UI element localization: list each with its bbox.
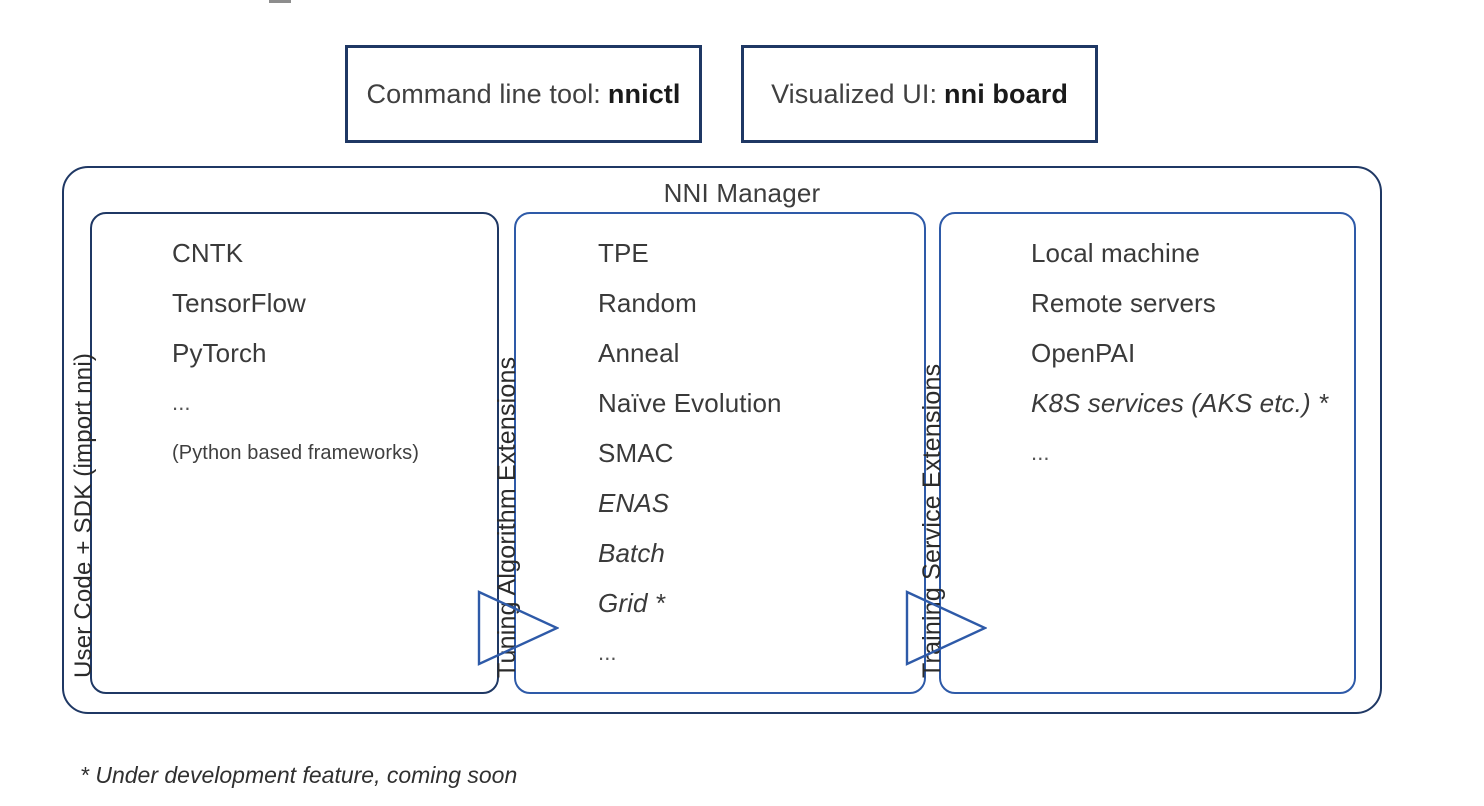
list-item: Anneal (598, 338, 680, 368)
list-item: TensorFlow (172, 288, 306, 318)
list-item: Batch (598, 538, 665, 568)
footnote: * Under development feature, coming soon (80, 762, 518, 788)
list-item: CNTK (172, 238, 244, 268)
list-item: Remote servers (1031, 288, 1216, 318)
panel-tuning-algorithms-list: TPE Random Anneal Naïve Evolution SMAC E… (598, 228, 914, 678)
list-item: ENAS (598, 488, 670, 518)
panel-user-code-label: User Code + SDK (import nni) (70, 352, 97, 678)
nni-manager-title: NNI Manager (663, 178, 821, 208)
panel-user-code-list: CNTK TensorFlow PyTorch ... (Python base… (172, 228, 487, 478)
list-item: ... (598, 640, 617, 665)
panel-tuning-algorithms: Tuning Algorithm Extensions TPE Random A… (493, 212, 926, 694)
list-item: OpenPAI (1031, 338, 1136, 368)
list-item: K8S services (AKS etc.) * (1031, 388, 1329, 418)
command-line-tool-box[interactable]: Command line tool: nnictl (345, 45, 702, 143)
visualized-ui-prefix: Visualized UI: (771, 78, 938, 109)
visualized-ui-name: nni board (944, 78, 1068, 109)
list-item: Local machine (1031, 238, 1200, 268)
arrow-right-icon (477, 590, 559, 666)
list-item: ... (172, 390, 191, 415)
top-edge-artifact (269, 0, 291, 3)
list-item: PyTorch (172, 338, 267, 368)
list-item: SMAC (598, 438, 674, 468)
list-item: (Python based frameworks) (172, 442, 420, 464)
list-item: TPE (598, 238, 649, 268)
list-item: Random (598, 288, 697, 318)
visualized-ui-box[interactable]: Visualized UI: nni board (741, 45, 1098, 143)
list-item: Naïve Evolution (598, 388, 782, 418)
panel-user-code: User Code + SDK (import nni) CNTK Tensor… (70, 212, 499, 694)
arrow-right-icon (905, 590, 987, 666)
list-item: Grid * (598, 588, 666, 618)
command-line-tool-prefix: Command line tool: (366, 78, 601, 109)
panel-training-services-list: Local machine Remote servers OpenPAI K8S… (1031, 228, 1344, 478)
command-line-tool-name: nnictl (607, 78, 681, 109)
panel-training-services: Training Service Extensions Local machin… (918, 212, 1356, 694)
list-item: ... (1031, 440, 1050, 465)
